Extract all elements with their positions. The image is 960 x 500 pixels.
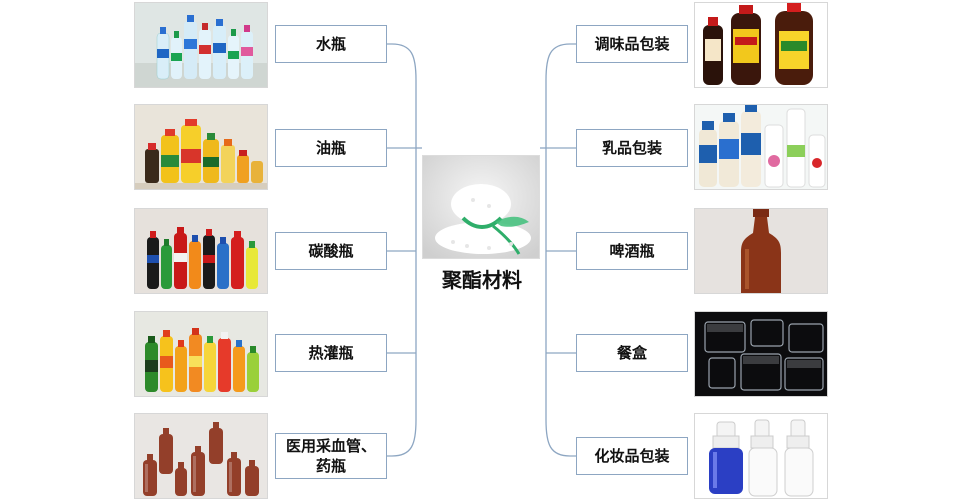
- right-item-food-box: 餐盒: [576, 334, 688, 372]
- right-connector-5: [545, 419, 576, 457]
- left-item-label: 医用采血管、药瓶: [285, 437, 376, 475]
- cosmetic-bottles-image: [694, 413, 828, 499]
- hot-fill-bottles-image: [134, 311, 268, 397]
- right-connector-1: [545, 43, 576, 81]
- oil-bottles-image: [134, 104, 268, 190]
- left-connector-5: [387, 419, 417, 457]
- right-item-beer-bottle: 啤酒瓶: [576, 232, 688, 270]
- left-item-hot-fill-bottle: 热灌瓶: [275, 334, 387, 372]
- polyester-pellets-image: [422, 155, 540, 259]
- center-title: 聚酯材料: [442, 268, 522, 292]
- left-connector-1: [387, 43, 417, 81]
- right-item-label: 化妆品包装: [594, 447, 670, 465]
- right-item-label: 乳品包装: [601, 139, 662, 157]
- right-item-cosmetic-packaging: 化妆品包装: [576, 437, 688, 475]
- right-item-label: 调味品包装: [594, 35, 670, 53]
- dairy-bottles-image: [694, 104, 828, 190]
- medical-bottles-image: [134, 413, 268, 499]
- left-item-medical-bottle: 医用采血管、药瓶: [275, 433, 387, 479]
- left-item-oil-bottle: 油瓶: [275, 129, 387, 167]
- right-item-label: 啤酒瓶: [609, 242, 655, 260]
- left-item-label: 热灌瓶: [308, 344, 354, 362]
- left-item-carbonated-bottle: 碳酸瓶: [275, 232, 387, 270]
- right-item-dairy-packaging: 乳品包装: [576, 129, 688, 167]
- beer-bottle-image: [694, 208, 828, 294]
- right-item-condiment-packaging: 调味品包装: [576, 25, 688, 63]
- right-item-label: 餐盒: [616, 344, 647, 362]
- food-containers-image: [694, 311, 828, 397]
- left-item-water-bottle: 水瓶: [275, 25, 387, 63]
- carbonated-bottles-image: [134, 208, 268, 294]
- soy-sauce-bottles-image: [694, 2, 828, 88]
- left-item-label: 碳酸瓶: [308, 242, 354, 260]
- left-item-label: 水瓶: [315, 35, 346, 53]
- water-bottles-image: [134, 2, 268, 88]
- left-item-label: 油瓶: [315, 139, 346, 157]
